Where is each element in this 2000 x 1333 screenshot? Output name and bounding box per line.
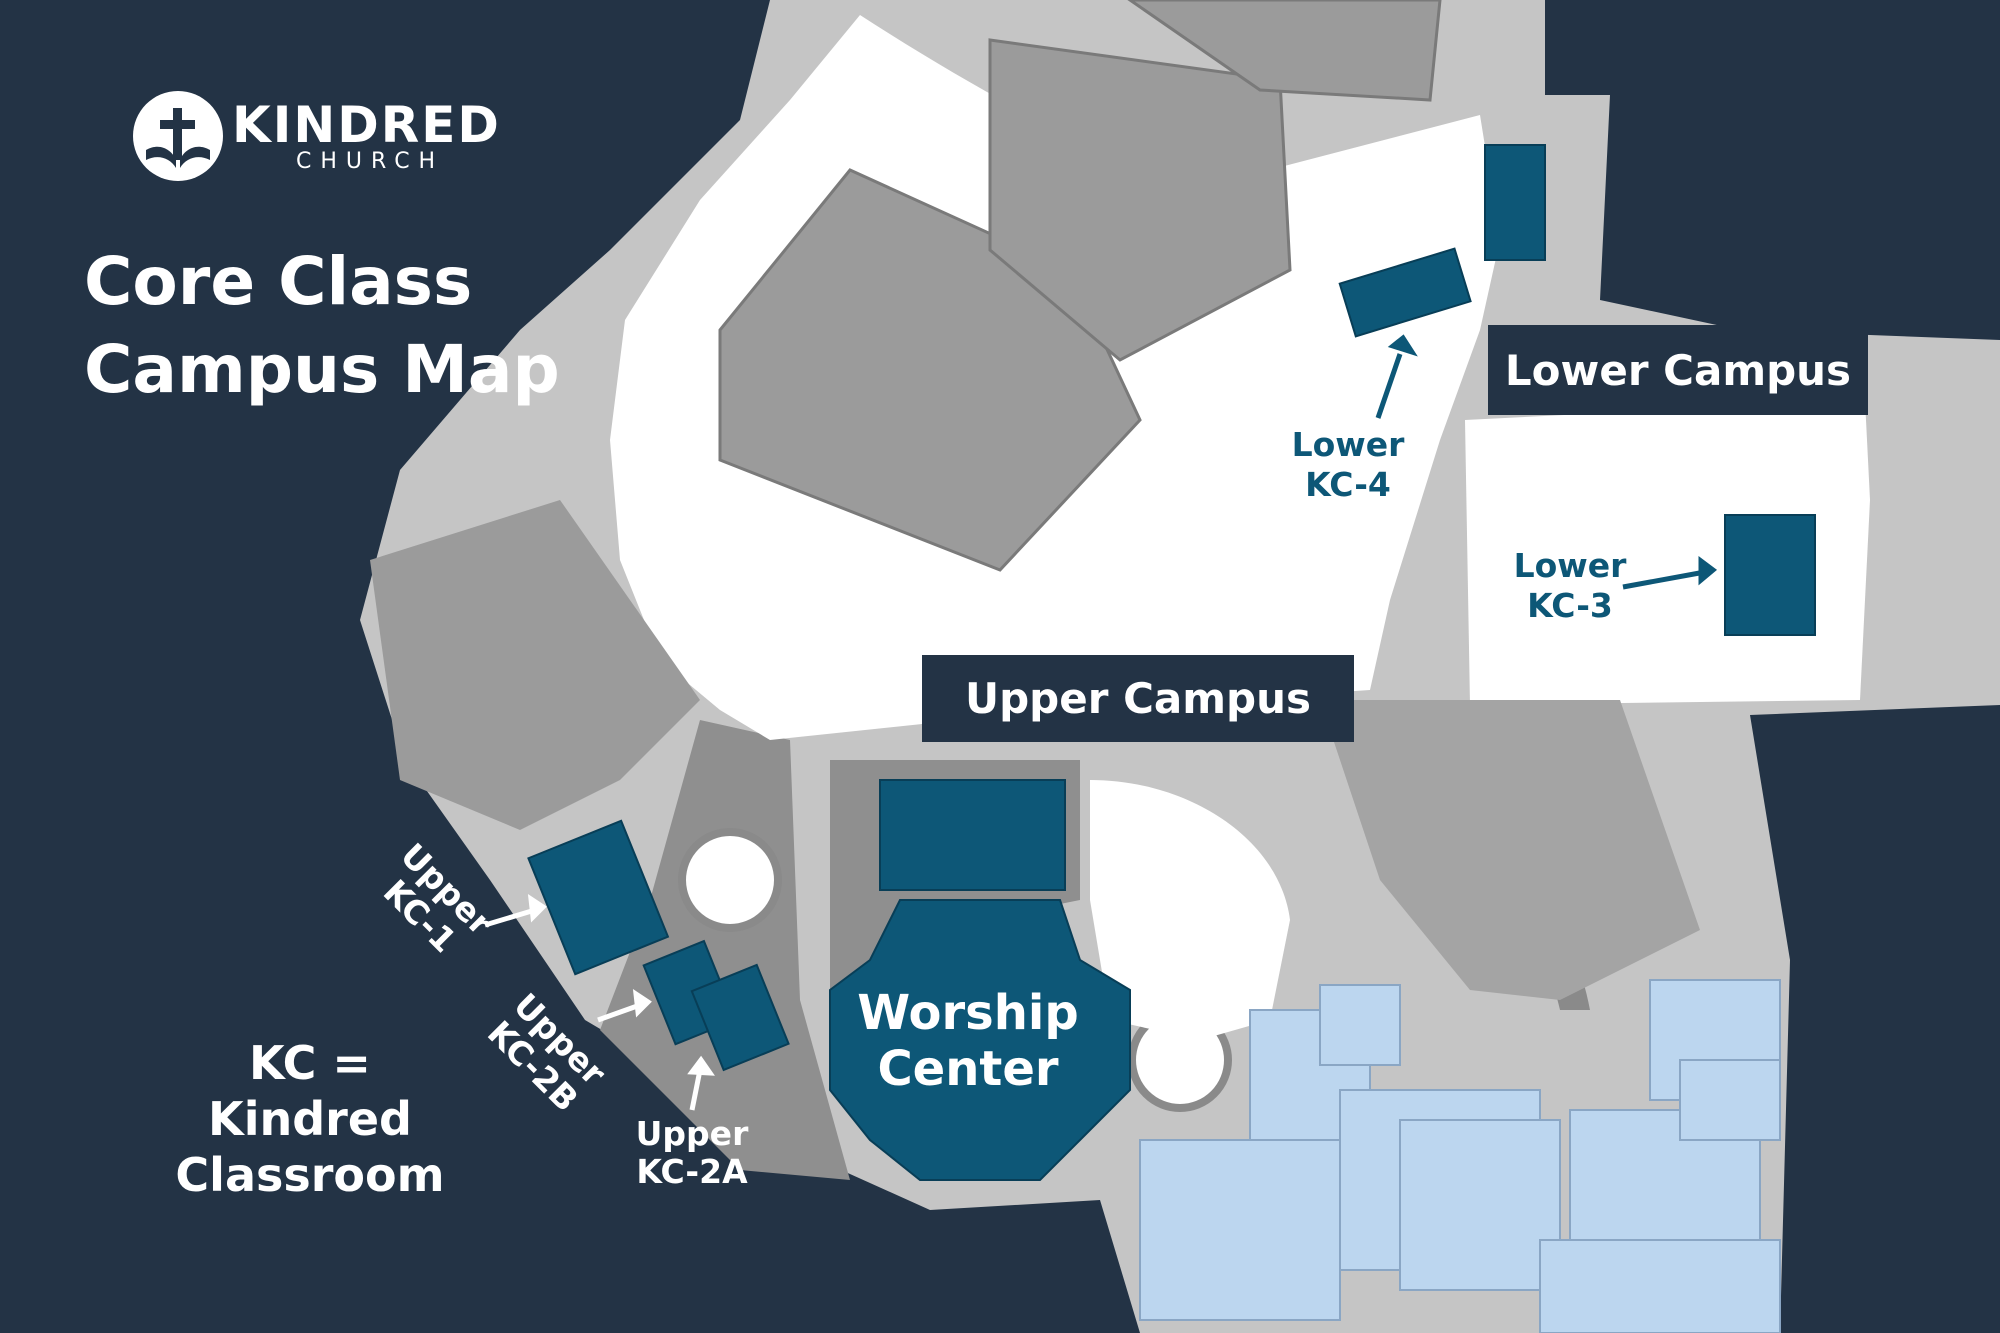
label-lower-kc4: Lower KC-4 — [1278, 425, 1418, 505]
label-upper-kc2a: Upper KC-2A — [612, 1115, 772, 1191]
label-lower-kc3-line1: Lower — [1513, 546, 1627, 585]
other-buildings — [1139, 979, 1781, 1333]
brand-block: KINDRED CHURCH — [232, 100, 501, 174]
upper-campus-label: Upper Campus — [922, 655, 1354, 742]
building-upper-kc2a — [690, 963, 790, 1072]
kc-legend: KC = Kindred Classroom — [140, 1035, 480, 1203]
dark-pad-west — [600, 720, 850, 1180]
brand-subtitle: CHURCH — [296, 149, 445, 174]
legend-line2: Classroom — [175, 1148, 445, 1202]
building-upper-north — [879, 779, 1066, 891]
brand-name: KINDRED — [232, 96, 501, 154]
parking-east — [1320, 700, 1700, 1000]
courtyard — [1090, 780, 1290, 1040]
arrow-upper-kc2b — [597, 1002, 641, 1023]
title-line-2: Campus Map — [84, 331, 560, 408]
building-worship-center — [829, 899, 1131, 1181]
label-upper-kc2a-line1: Upper — [635, 1114, 749, 1153]
roundabout-west — [678, 828, 782, 932]
label-lower-kc4-line2: KC-4 — [1305, 465, 1391, 504]
label-lower-kc3: Lower KC-3 — [1500, 546, 1640, 626]
title-line-1: Core Class — [84, 243, 473, 320]
arrow-lower-kc4 — [1375, 353, 1403, 419]
worship-center-line1: Worship — [857, 985, 1079, 1041]
building-lower-kc3 — [1724, 514, 1816, 636]
parking-upper — [718, 0, 1442, 572]
building-upper-kc1 — [527, 819, 670, 976]
highlight-buildings — [527, 144, 1816, 1181]
worship-center-line2: Center — [877, 1041, 1059, 1097]
parking-west — [370, 500, 700, 830]
arrow-upper-kc1 — [484, 907, 536, 928]
pointer-arrows — [1375, 334, 1718, 590]
worship-center-label: Worship Center — [838, 985, 1098, 1097]
building-lower-kc4 — [1338, 247, 1472, 338]
legend-line1: KC = Kindred — [208, 1036, 412, 1146]
pointer-arrows-white — [484, 893, 715, 1111]
logo-mark — [133, 91, 223, 181]
label-lower-kc4-line1: Lower — [1291, 425, 1405, 464]
arrow-lower-kc3 — [1622, 569, 1706, 590]
lower-campus-label: Lower Campus — [1488, 325, 1868, 415]
building-lower-kc4-annex — [1484, 144, 1546, 261]
arrow-upper-kc2a — [689, 1069, 703, 1111]
map-title: Core Class Campus Map — [84, 238, 560, 414]
label-upper-kc2a-line2: KC-2A — [636, 1152, 748, 1191]
label-lower-kc3-line2: KC-3 — [1527, 586, 1613, 625]
